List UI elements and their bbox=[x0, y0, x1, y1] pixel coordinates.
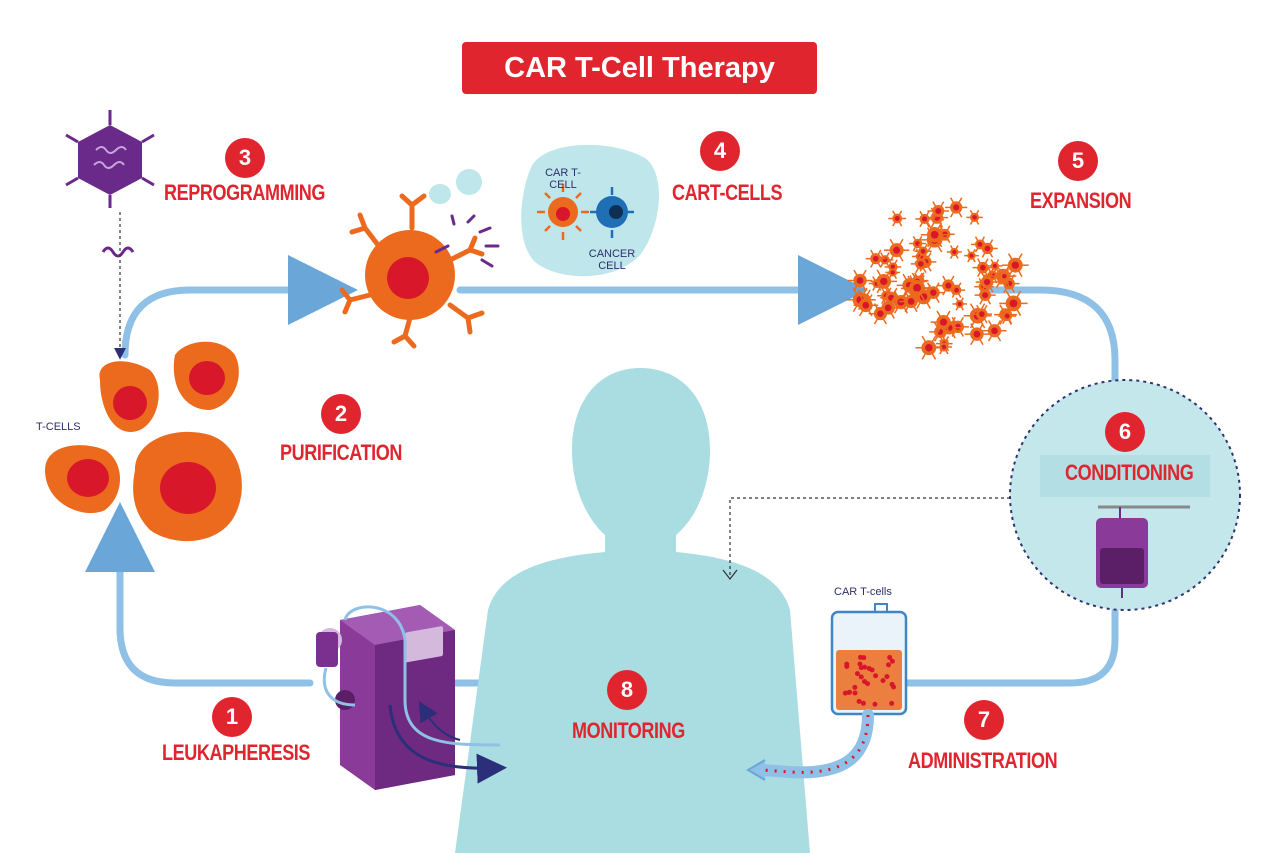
leukapheresis-machine bbox=[316, 605, 507, 790]
step-7-label: ADMINISTRATION bbox=[908, 748, 1058, 773]
t-cells-group bbox=[45, 341, 242, 542]
cancer-cell-icon bbox=[590, 187, 634, 238]
flow-left-up bbox=[85, 502, 314, 687]
virus-icon bbox=[65, 110, 155, 208]
step-7-number: 7 bbox=[964, 700, 1004, 740]
conditioning-circle bbox=[1009, 379, 1241, 611]
car-t-cell-icon bbox=[537, 184, 589, 240]
step-8-label: MONITORING bbox=[572, 718, 685, 743]
human-body-silhouette bbox=[455, 368, 810, 853]
gene-squiggle-icon bbox=[101, 246, 135, 258]
cart-cell-bubble bbox=[429, 144, 659, 277]
step-5-label: EXPANSION bbox=[1030, 188, 1132, 213]
flow-right-lower bbox=[901, 606, 1119, 687]
car-t-cells-bag-label: CAR T-cells bbox=[834, 586, 892, 598]
car-t-cells-bag bbox=[746, 603, 908, 781]
title-banner: CAR T-Cell Therapy bbox=[462, 42, 817, 94]
conditioning-dashed-line bbox=[729, 497, 1010, 576]
infusion-tube bbox=[756, 709, 874, 779]
cancer-cell-label: CANCER CELL bbox=[588, 248, 636, 272]
car-t-cell-label: CAR T-CELL bbox=[545, 167, 581, 191]
step-2-label: PURIFICATION bbox=[280, 440, 403, 465]
step-1-number: 1 bbox=[212, 697, 252, 737]
step-6-number: 6 bbox=[1105, 412, 1145, 452]
flow-top-left bbox=[121, 255, 358, 359]
iv-bag-icon bbox=[1096, 507, 1148, 598]
conditioning-dashed-arrowhead bbox=[722, 569, 738, 580]
step-6-label: CONDITIONING bbox=[1065, 460, 1194, 485]
expansion-cell-cluster bbox=[846, 197, 1029, 360]
step-4-label: CART-CELLS bbox=[672, 180, 783, 205]
step-4-number: 4 bbox=[700, 131, 740, 171]
step-8-number: 8 bbox=[607, 670, 647, 710]
flow-right-upper bbox=[981, 286, 1119, 389]
t-cells-label: T-CELLS bbox=[36, 421, 81, 433]
step-5-number: 5 bbox=[1058, 141, 1098, 181]
step-1-label: LEUKAPHERESIS bbox=[162, 740, 311, 765]
step-3-number: 3 bbox=[225, 138, 265, 178]
modified-t-cell bbox=[339, 193, 500, 349]
step-3-label: REPROGRAMMING bbox=[164, 180, 326, 205]
step-2-number: 2 bbox=[321, 394, 361, 434]
